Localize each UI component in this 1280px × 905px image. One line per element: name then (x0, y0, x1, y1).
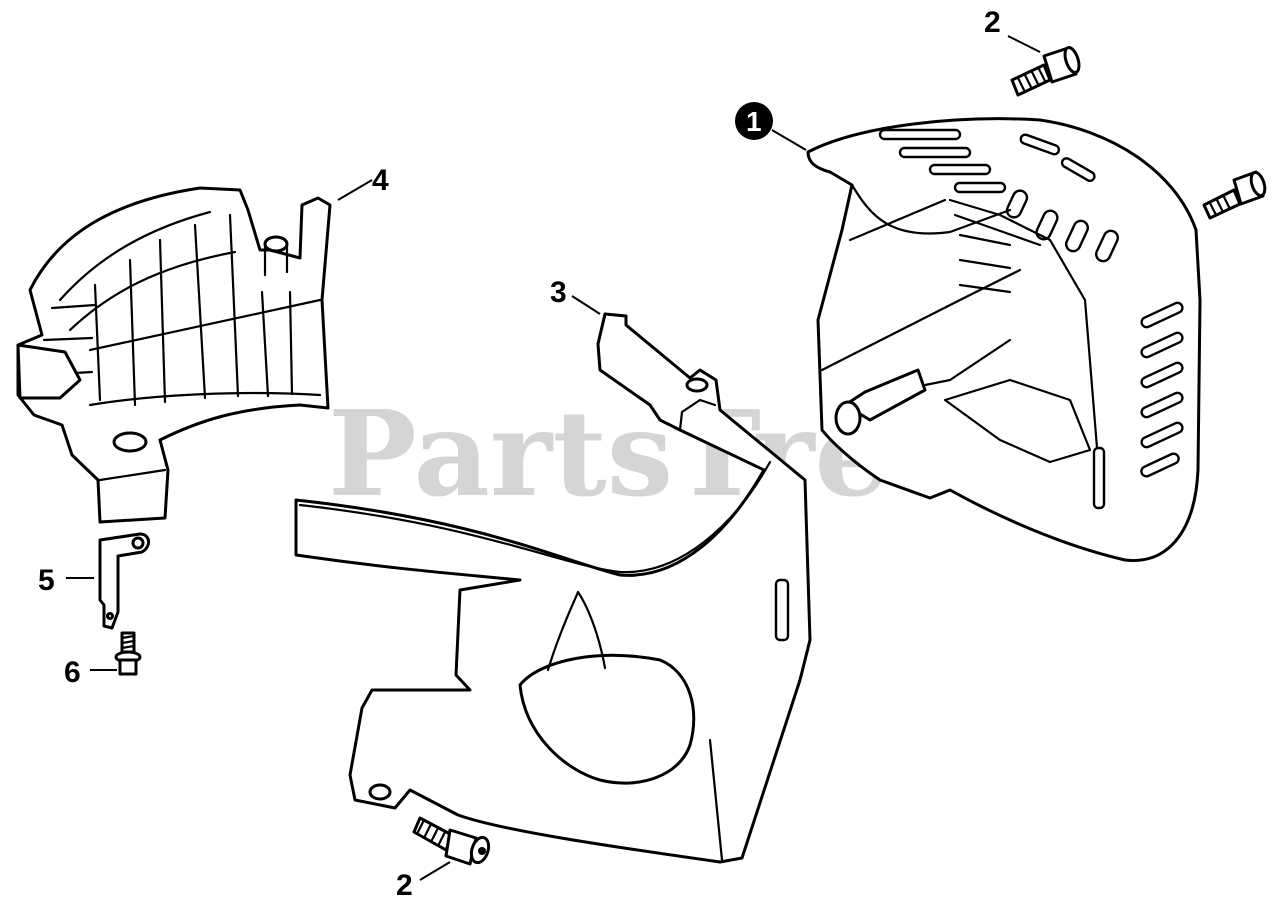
part-5-bracket[interactable] (98, 532, 150, 630)
part-2-bolt-top[interactable] (1010, 45, 1082, 97)
part-3-cylinder-cover[interactable] (294, 312, 812, 864)
callout-4[interactable]: 4 (372, 164, 389, 197)
part-6-screw[interactable] (114, 631, 142, 676)
callout-3[interactable]: 3 (550, 276, 567, 309)
bolt-socket-icon (478, 847, 486, 855)
callout-5[interactable]: 5 (38, 564, 55, 597)
callout-1[interactable]: 1 (746, 106, 762, 137)
part-4-heat-shield[interactable] (16, 186, 332, 524)
part-2-bolt-right[interactable] (1202, 170, 1267, 220)
callout-6[interactable]: 6 (64, 656, 81, 689)
callout-2-top[interactable]: 2 (984, 6, 1001, 39)
callout-1-badge (735, 102, 773, 140)
part-1-muffler-cover[interactable] (806, 117, 1202, 563)
part-2-bolt-bottom[interactable] (412, 816, 492, 866)
callout-2-bottom[interactable]: 2 (396, 869, 413, 902)
